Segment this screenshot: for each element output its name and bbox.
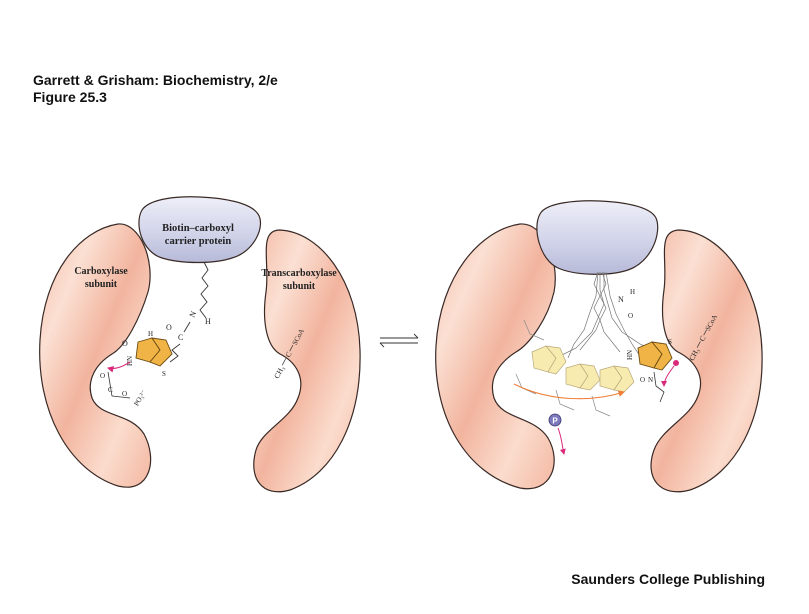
cp-C: C bbox=[108, 386, 113, 394]
cp-bond-2 bbox=[111, 395, 131, 399]
ghost-biotins bbox=[531, 345, 635, 393]
ureido-HN: HN bbox=[126, 356, 134, 366]
ureido-O: O bbox=[122, 339, 128, 348]
lysine-tether-left bbox=[199, 261, 209, 319]
book-title: Garrett & Grisham: Biochemistry, 2/e bbox=[33, 72, 278, 88]
equilibrium-arrow bbox=[379, 333, 419, 348]
carrier-protein-right bbox=[536, 200, 659, 275]
biotin-N-right: N bbox=[648, 376, 653, 384]
forward-arrow-head bbox=[413, 333, 419, 339]
thio-S: S bbox=[162, 370, 166, 378]
figure-number: Figure 25.3 bbox=[33, 89, 107, 105]
carboxylase-label-line1: Carboxylase bbox=[74, 266, 128, 277]
right-panel: N H O HN O S N bbox=[435, 200, 763, 493]
biotin-right: HN O S N bbox=[626, 338, 673, 384]
amide-C-left: C bbox=[178, 333, 183, 342]
ureido-H: H bbox=[148, 330, 153, 338]
phosphate-release-arrow bbox=[557, 427, 566, 455]
amide-N-left: N bbox=[188, 310, 199, 319]
biotin-thiophene-ring bbox=[149, 337, 173, 367]
substrate-bond-right-2 bbox=[703, 329, 707, 336]
carboxyl-transfer-arrow-left bbox=[106, 361, 131, 373]
carrier-label-line2: carrier protein bbox=[165, 236, 232, 247]
transcarboxylase-subunit-right bbox=[650, 229, 763, 493]
substrate-bond-right-1 bbox=[696, 341, 701, 348]
carrier-protein-left bbox=[138, 196, 262, 264]
carboxyphosphate-left: O C O PO₃²⁻ bbox=[100, 371, 149, 407]
figure-header: Garrett & Grisham: Biochemistry, 2/e Fig… bbox=[33, 72, 278, 106]
phosphate-badge bbox=[548, 413, 562, 427]
tether-bond-1 bbox=[183, 321, 191, 333]
amide-H-left: H bbox=[205, 317, 211, 326]
transcarboxylase-label-line1: Transcarboxylase bbox=[261, 268, 337, 279]
swing-arrow bbox=[513, 383, 626, 400]
carboxylase-subunit-left bbox=[39, 223, 152, 488]
ureido-O-right: O bbox=[640, 376, 645, 384]
ghost-tethers bbox=[559, 271, 653, 359]
amide-O-left: O bbox=[166, 323, 172, 332]
valeryl-chain-left bbox=[169, 343, 181, 363]
substrate-c: C bbox=[283, 350, 293, 359]
left-panel: Biotin–carboxyl carrier protein Carboxyl… bbox=[39, 196, 361, 493]
substrate-bond-2 bbox=[289, 344, 294, 352]
cp-bond-1 bbox=[107, 371, 113, 397]
transfer-site-dot bbox=[673, 360, 679, 366]
amide-N-right: N bbox=[618, 295, 624, 304]
thio-S-right: S bbox=[668, 338, 672, 346]
publisher-credit: Saunders College Publishing bbox=[571, 571, 765, 587]
cp-O1: O bbox=[100, 372, 105, 380]
cp-phosphate: PO₃²⁻ bbox=[133, 388, 149, 407]
amide-O-right: O bbox=[628, 312, 633, 320]
carrier-label-line1: Biotin–carboxyl bbox=[162, 223, 234, 234]
ureido-HN-right: HN bbox=[626, 350, 634, 360]
cp-O2: O bbox=[122, 390, 127, 398]
biotin-thiophene-ring-right bbox=[650, 341, 673, 371]
amide-H-right: H bbox=[630, 288, 635, 296]
transcarboxylase-subunit-left bbox=[253, 229, 361, 493]
substrate-bond-1 bbox=[281, 358, 287, 366]
carboxylase-subunit-right bbox=[435, 223, 556, 490]
ghost-carboxyls bbox=[515, 319, 611, 417]
biotin-left: O H HN S bbox=[122, 330, 173, 378]
substrate-c-right: C bbox=[697, 334, 707, 343]
carboxybiotin-group bbox=[653, 371, 665, 403]
transfer-arrow-right bbox=[661, 365, 675, 387]
substrate-ch3: CH₃ bbox=[272, 364, 286, 380]
reverse-arrow-head bbox=[379, 342, 385, 348]
phosphate-badge-label: P bbox=[552, 417, 558, 426]
carboxylase-label-line2: subunit bbox=[85, 279, 118, 290]
transcarboxylase-label-line2: subunit bbox=[283, 281, 316, 292]
